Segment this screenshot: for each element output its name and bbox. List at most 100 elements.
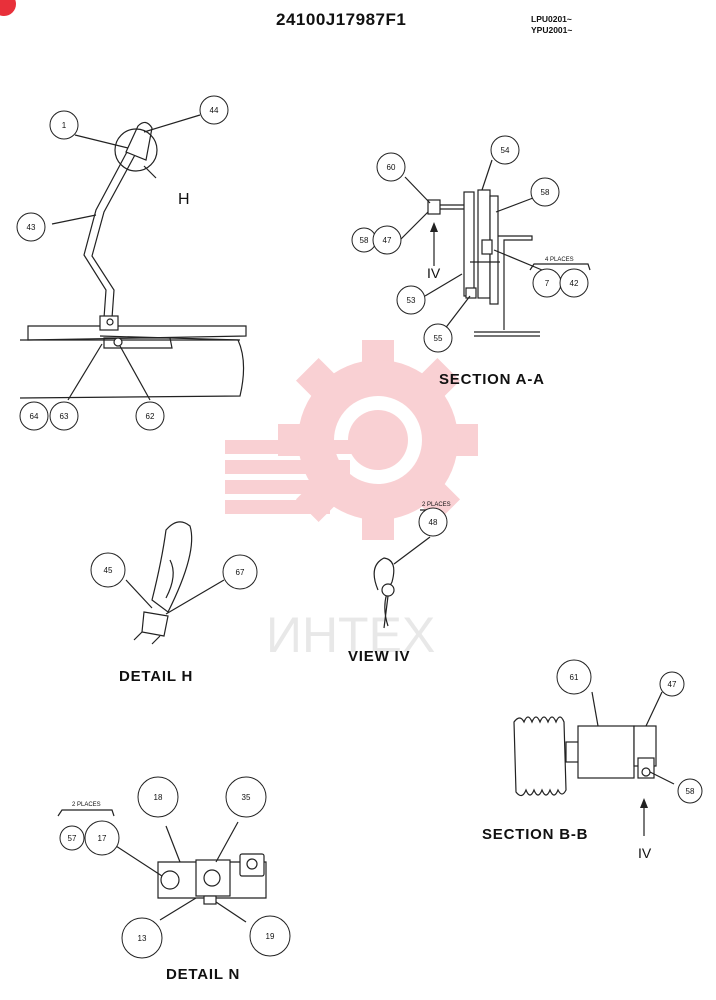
callout-53-label: 53 [407,296,416,305]
callout-42-label: 42 [570,279,579,288]
callout-67 [222,554,258,590]
callout-bubbles: 1 44 43 64 63 62 60 54 58 58 47 7 42 [16,95,703,959]
watermark-stripe [225,500,330,514]
lever-rod [83,149,129,319]
callout-7-label: 7 [545,279,550,288]
callout-43-label: 43 [27,223,36,232]
detail-h-marker: H [178,191,190,208]
callout-19-label: 19 [266,932,275,941]
callout-64-label: 64 [30,412,39,421]
rubber-boot [513,716,567,797]
callout-13 [121,917,163,959]
view-iv-marker-a: IV [427,265,441,281]
gear-hole [334,396,422,484]
callout-55-label: 55 [434,334,443,343]
detail-h-circle [114,128,158,172]
section-bb-drawing [513,716,657,836]
callout-45 [90,552,126,588]
nut-55 [465,287,477,299]
callout-42 [559,268,589,298]
callout-43 [16,212,46,242]
callout-47-b [659,671,685,697]
section-bb-label: SECTION B-B [482,826,589,843]
callout-13-label: 13 [138,934,147,943]
watermark-stripe [225,440,360,454]
pin-60 [427,199,441,215]
callout-60 [376,152,406,182]
callout-35 [225,776,267,818]
callout-1 [49,110,79,140]
bracket-61 [577,725,635,779]
callout-58-a [530,177,560,207]
corner-badge-label: 4 [11,0,16,2]
callout-53 [396,285,426,315]
four-places-bracket [529,263,591,271]
gear-tooth [362,512,394,540]
knob-grip [151,521,193,613]
callout-64 [19,401,49,431]
watermark-text: ИНТЕХ [266,607,435,663]
callout-58-c-label: 58 [686,787,695,796]
gear-tooth [417,357,461,401]
detail-n-drawing [157,853,267,905]
callout-57 [59,825,85,851]
callout-60-label: 60 [387,163,396,172]
callout-17-label: 17 [98,834,107,843]
two-places-bracket [57,809,115,817]
bolt-7 [481,239,493,255]
callout-58-c [677,778,703,804]
linkage [103,337,173,349]
serial-range-1: LPU0201~ [531,14,572,24]
callout-18 [137,776,179,818]
callout-54 [490,135,520,165]
section-aa-label: SECTION A-A [439,371,545,388]
callout-58-a-label: 58 [541,188,550,197]
callout-1-label: 1 [62,121,67,130]
gear-tooth [295,479,339,523]
gear-tooth [362,340,394,368]
lever-knob [125,121,153,161]
callout-35-label: 35 [242,793,251,802]
view-iv-drawing [373,557,395,629]
serial-range-2: YPU2001~ [531,25,573,35]
callout-61 [556,659,592,695]
knob-collar [141,611,169,637]
callout-61-label: 61 [570,673,579,682]
callout-47-b-label: 47 [668,680,677,689]
detail-n-label: DETAIL N [166,966,241,983]
callout-48 [418,507,448,537]
gear-body [298,360,458,520]
gear-center [348,410,408,470]
leader-lines [51,114,675,923]
callout-18-label: 18 [154,793,163,802]
callout-45-label: 45 [104,566,113,575]
callout-58-b-label: 58 [360,236,369,245]
callout-47-a-label: 47 [383,236,392,245]
callout-44 [199,95,229,125]
callout-63 [49,401,79,431]
callout-62 [135,401,165,431]
gear-tooth [295,357,339,401]
base-plate-body [19,339,245,399]
callout-63-label: 63 [60,412,69,421]
part-number-title: 24100J17987F1 [276,10,407,29]
section-aa-drawing [427,189,540,337]
callout-48-label: 48 [429,518,438,527]
gear-tooth [450,424,478,456]
callout-62-label: 62 [146,412,155,421]
callout-17 [84,820,120,856]
watermark-stripe [225,460,350,474]
view-iv-marker-b: IV [638,845,652,861]
two-places-note-detail: 2 PLACES [72,802,101,808]
watermark-stripe [225,480,340,494]
callout-67-label: 67 [236,568,245,577]
two-places-note-view: 2 PLACES [422,502,451,508]
callout-54-label: 54 [501,146,510,155]
callout-47-a [372,225,402,255]
callout-44-label: 44 [210,106,219,115]
gear-tooth [278,424,306,456]
corner-badge: 4 [0,0,16,16]
bolt-17 [160,870,180,890]
